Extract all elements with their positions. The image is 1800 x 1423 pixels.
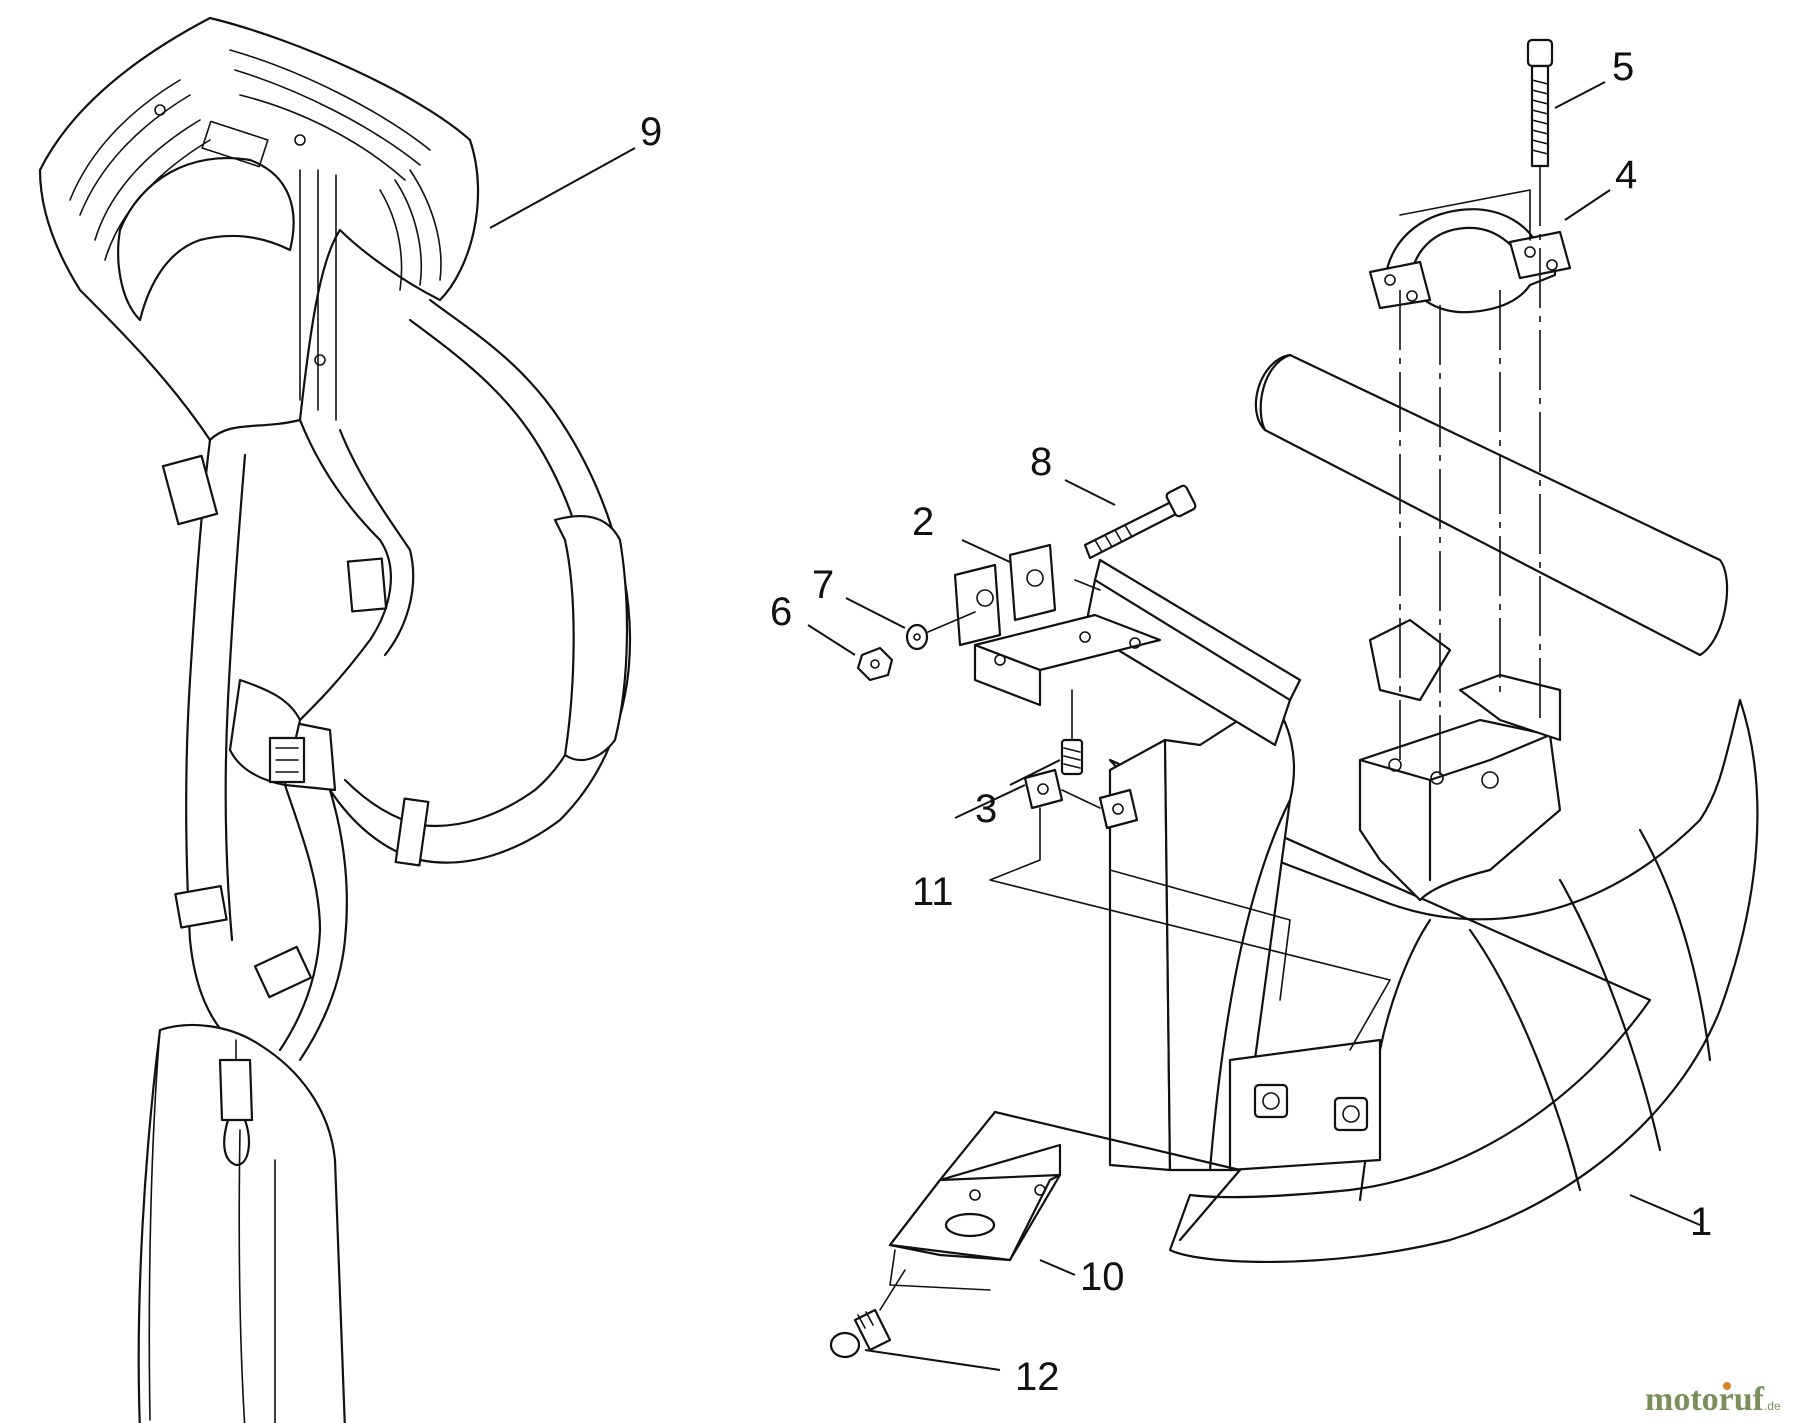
nut-washer <box>856 611 976 682</box>
callout-5: 5 <box>1612 45 1634 89</box>
watermark-dot-icon <box>1723 1382 1731 1390</box>
watermark-logo: motoruf.de <box>1645 1381 1781 1418</box>
guard-shield <box>1108 618 1759 1264</box>
shoulder-harness <box>38 16 632 1423</box>
callout-8: 8 <box>1030 440 1052 484</box>
callout-12: 12 <box>1015 1355 1060 1399</box>
callout-labels: 1 2 3 4 5 6 7 8 9 10 11 12 <box>640 45 1712 1399</box>
shaft-tube <box>1254 353 1729 657</box>
leader-lines <box>489 81 1701 1371</box>
square-nuts <box>989 768 1391 1051</box>
alignment-lines <box>1399 166 1541 780</box>
callout-4: 4 <box>1615 153 1637 197</box>
watermark-suffix: .de <box>1764 1399 1781 1413</box>
callout-7: 7 <box>812 563 834 607</box>
callout-9: 9 <box>640 110 662 154</box>
callout-10: 10 <box>1080 1255 1125 1299</box>
svg-text:motoruf.de: motoruf.de <box>1645 1381 1781 1418</box>
bolt-5 <box>1526 38 1554 168</box>
callout-11: 11 <box>912 870 954 914</box>
screw-12 <box>829 1269 906 1359</box>
callout-1: 1 <box>1690 1200 1712 1244</box>
plate <box>888 1110 1242 1291</box>
bolt-8 <box>1083 484 1197 560</box>
guard-support-bar <box>1083 558 1302 747</box>
watermark-text: motoruf <box>1645 1381 1765 1418</box>
callout-3: 3 <box>975 787 997 831</box>
bracket <box>953 543 1162 707</box>
screw-3 <box>1060 689 1084 776</box>
callout-2: 2 <box>912 500 934 544</box>
callout-6: 6 <box>770 590 792 634</box>
